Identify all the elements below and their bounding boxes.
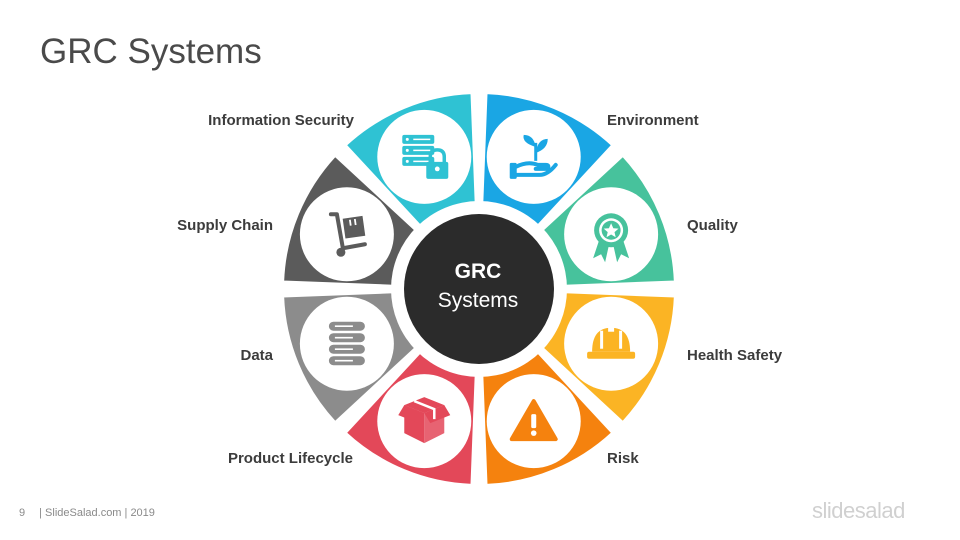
label-quality: Quality bbox=[687, 217, 738, 234]
label-product-lifecycle: Product Lifecycle bbox=[227, 450, 353, 467]
hand-truck-icon bbox=[328, 212, 367, 257]
label-risk: Risk bbox=[607, 450, 639, 467]
icon-circle-environment bbox=[486, 109, 581, 204]
page-number: 9 bbox=[19, 507, 26, 519]
hub-label-line1: GRC bbox=[454, 260, 502, 283]
slide-title: GRC Systems bbox=[40, 32, 262, 71]
label-health-safety: Health Safety bbox=[687, 347, 783, 364]
hard-hat-icon bbox=[587, 321, 636, 359]
footer-text: | SlideSalad.com | 2019 bbox=[39, 507, 155, 519]
secure-server-icon bbox=[402, 134, 449, 179]
icon-circle-data bbox=[299, 296, 394, 391]
plant-in-hand-icon bbox=[509, 134, 558, 179]
database-icon bbox=[328, 321, 365, 366]
footer: 9 | SlideSalad.com | 2019 bbox=[19, 507, 155, 519]
label-data: Data bbox=[240, 347, 273, 364]
label-information-security: Information Security bbox=[208, 112, 354, 129]
award-badge-icon bbox=[593, 213, 630, 263]
warning-triangle-icon bbox=[509, 399, 558, 442]
hub-circle bbox=[404, 214, 554, 364]
brand-logo: slidesalad bbox=[812, 498, 905, 523]
label-environment: Environment bbox=[607, 112, 699, 129]
label-supply-chain: Supply Chain bbox=[177, 217, 273, 234]
box-icon bbox=[398, 397, 451, 444]
hub-label-line2: Systems bbox=[437, 289, 519, 312]
hub-label: GRC Systems bbox=[402, 258, 554, 316]
